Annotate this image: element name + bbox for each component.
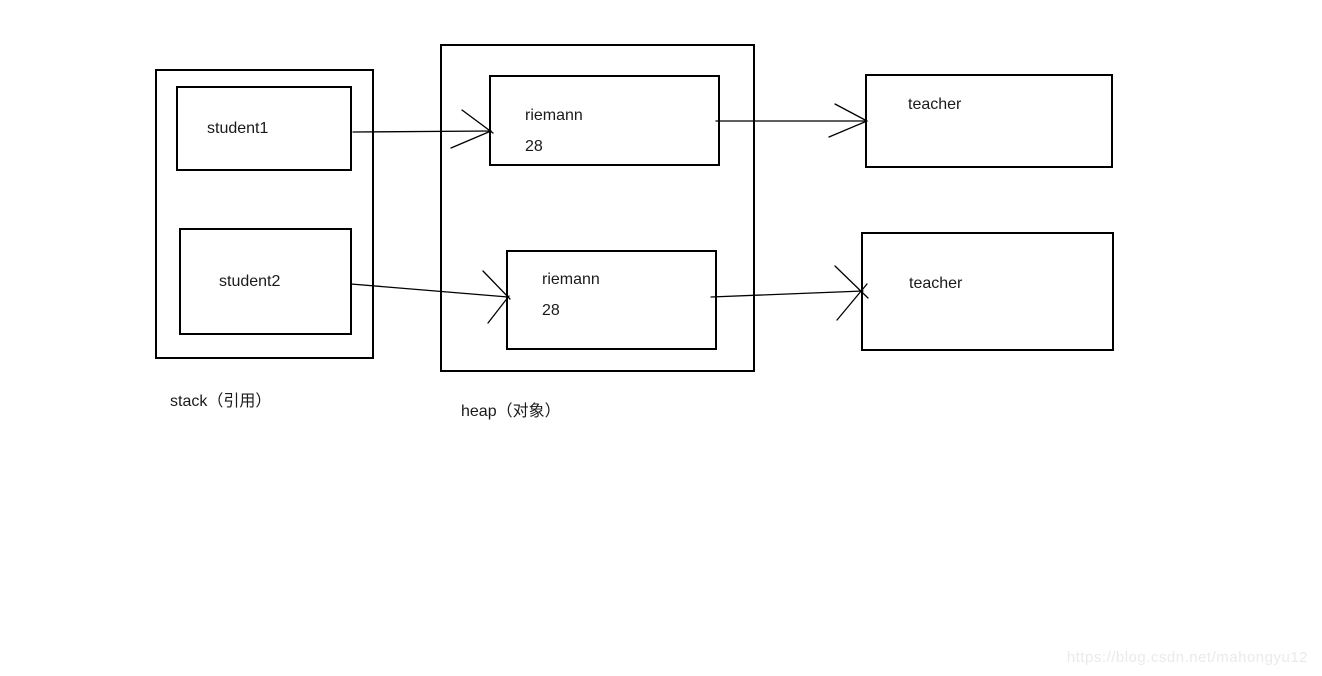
- heap-object1-name: riemann: [525, 107, 583, 124]
- student2-ref-box: student2: [179, 228, 352, 335]
- stack-label: stack（引用）: [170, 393, 272, 410]
- heap-container: [440, 44, 755, 372]
- heap-object2-box: riemann 28: [506, 250, 717, 350]
- student1-ref-label: student1: [207, 119, 269, 137]
- student2-ref-label: student2: [219, 272, 281, 290]
- heap-object2-age: 28: [542, 302, 560, 319]
- teacher2-label: teacher: [909, 275, 963, 292]
- teacher2-box: teacher: [861, 232, 1114, 351]
- heap-object1-box: riemann 28: [489, 75, 720, 166]
- teacher1-label: teacher: [908, 96, 962, 113]
- stack-container: [155, 69, 374, 359]
- teacher1-box: teacher: [865, 74, 1113, 168]
- heap-label: heap（对象）: [461, 403, 561, 420]
- heap-object2-name: riemann: [542, 271, 600, 288]
- student1-ref-box: student1: [176, 86, 352, 171]
- watermark-text: https://blog.csdn.net/mahongyu12: [1066, 649, 1308, 666]
- heap-object1-age: 28: [525, 138, 543, 155]
